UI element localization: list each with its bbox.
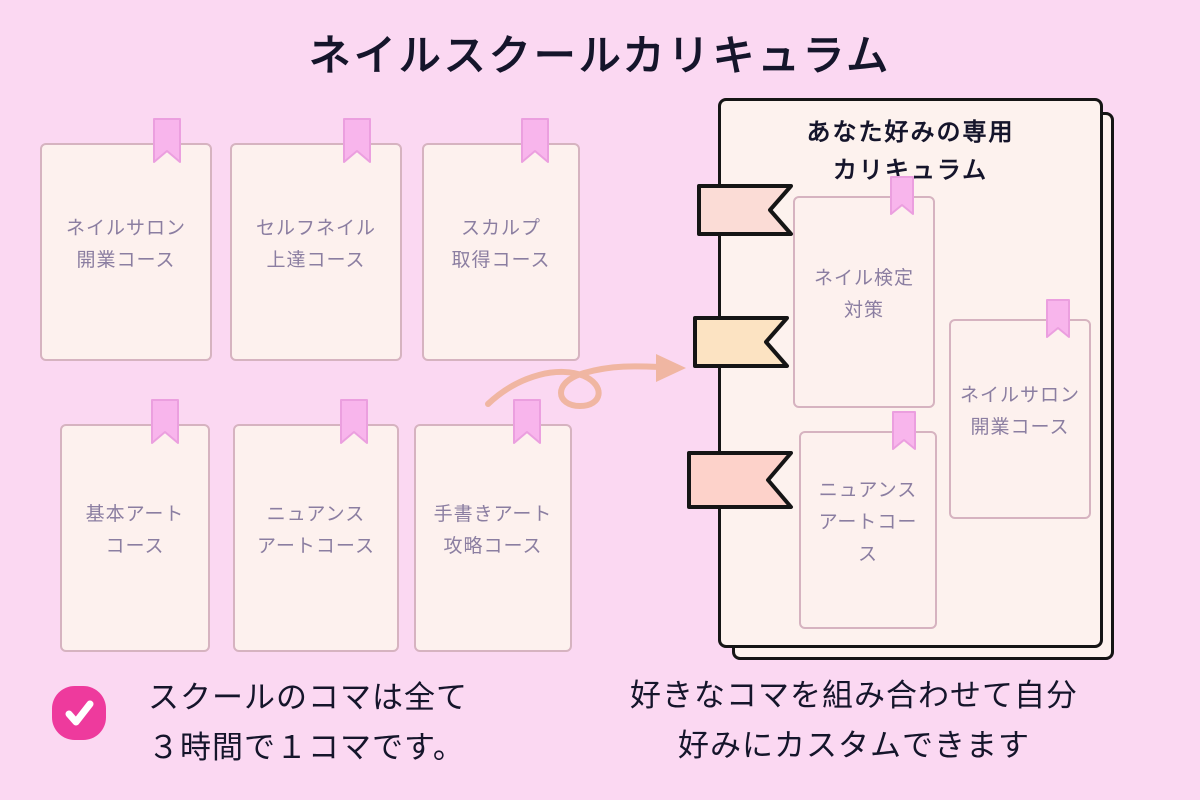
selected-course-card: ネイルサロン 開業コース: [949, 299, 1091, 519]
custom-curriculum-notebook: あなた好みの専用 カリキュラム ネイル検定 対策 ネイルサロン 開業コース ニュ…: [718, 98, 1118, 664]
selected-course-card: ニュアンス アートコー ス: [799, 411, 937, 629]
flag-tab-icon: [687, 451, 793, 509]
check-badge: [52, 686, 106, 740]
bookmark-ribbon-icon: [151, 399, 179, 444]
bookmark-ribbon-icon: [521, 118, 549, 163]
course-card: セルフネイル 上達コース: [230, 118, 402, 361]
bookmark-ribbon-icon: [343, 118, 371, 163]
course-card-label: スカルプ 取得コース: [451, 216, 551, 271]
selected-course-label: ネイルサロン 開業コース: [959, 383, 1080, 438]
flag-tab-icon: [693, 316, 789, 368]
swirl-arrow-icon: [485, 354, 686, 410]
course-card-label: 手書きアート 攻略コース: [433, 502, 553, 557]
notebook-front-sheet: あなた好みの専用 カリキュラム ネイル検定 対策 ネイルサロン 開業コース ニュ…: [718, 98, 1103, 648]
course-card: ニュアンス アートコース: [233, 399, 399, 652]
course-card-label: セルフネイル 上達コース: [255, 216, 376, 271]
bookmark-ribbon-icon: [153, 118, 181, 163]
bookmark-ribbon-icon: [1046, 299, 1070, 338]
selected-course-card: ネイル検定 対策: [793, 176, 935, 408]
bookmark-ribbon-icon: [340, 399, 368, 444]
course-card: スカルプ 取得コース: [422, 118, 580, 361]
bookmark-ribbon-icon: [513, 399, 541, 444]
course-card-label: 基本アート コース: [85, 502, 185, 557]
selected-course-label: ニュアンス アートコー ス: [818, 478, 918, 566]
course-card: 基本アート コース: [60, 399, 210, 652]
flag-tab-icon: [697, 184, 793, 236]
course-card: 手書きアート 攻略コース: [414, 399, 572, 652]
bookmark-ribbon-icon: [890, 176, 914, 215]
page-title: ネイルスクールカリキュラム: [308, 31, 892, 80]
course-card: ネイルサロン 開業コース: [40, 118, 212, 361]
left-footnote: スクールのコマは全て ３時間で１コマです。: [148, 680, 468, 766]
course-card-label: ニュアンス アートコース: [257, 502, 375, 557]
selected-course-label: ネイル検定 対策: [813, 266, 914, 321]
bookmark-ribbon-icon: [892, 411, 916, 450]
course-card-label: ネイルサロン 開業コース: [65, 216, 186, 271]
right-footnote: 好きなコマを組み合わせて自分 好みにカスタムできます: [630, 678, 1078, 764]
check-icon: [65, 700, 94, 726]
